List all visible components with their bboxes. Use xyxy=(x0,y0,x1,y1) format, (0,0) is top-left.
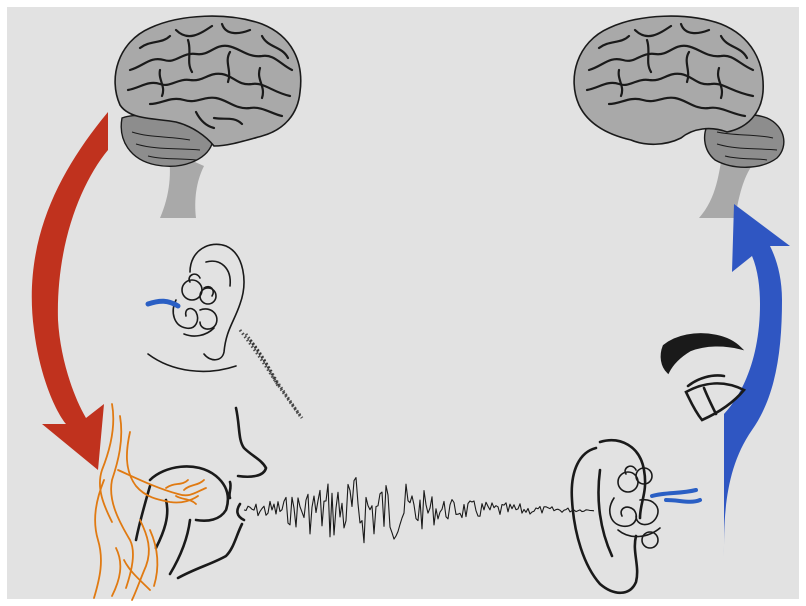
face-profile-icon xyxy=(136,408,266,578)
inner-ear-icon xyxy=(572,440,645,592)
curved-arrow-up-icon xyxy=(724,204,790,556)
speaker-brain-icon xyxy=(115,16,301,218)
curved-arrow-down-icon xyxy=(32,112,108,470)
waveform-icon xyxy=(244,478,594,543)
speaker-auditory-nerve xyxy=(148,301,178,306)
listener-auditory-nerve xyxy=(652,490,700,502)
listener-brain-icon xyxy=(574,16,784,218)
speaker-ear-icon xyxy=(173,244,244,359)
nerves-icon xyxy=(94,404,206,600)
bone-conduction-streak xyxy=(240,330,302,418)
